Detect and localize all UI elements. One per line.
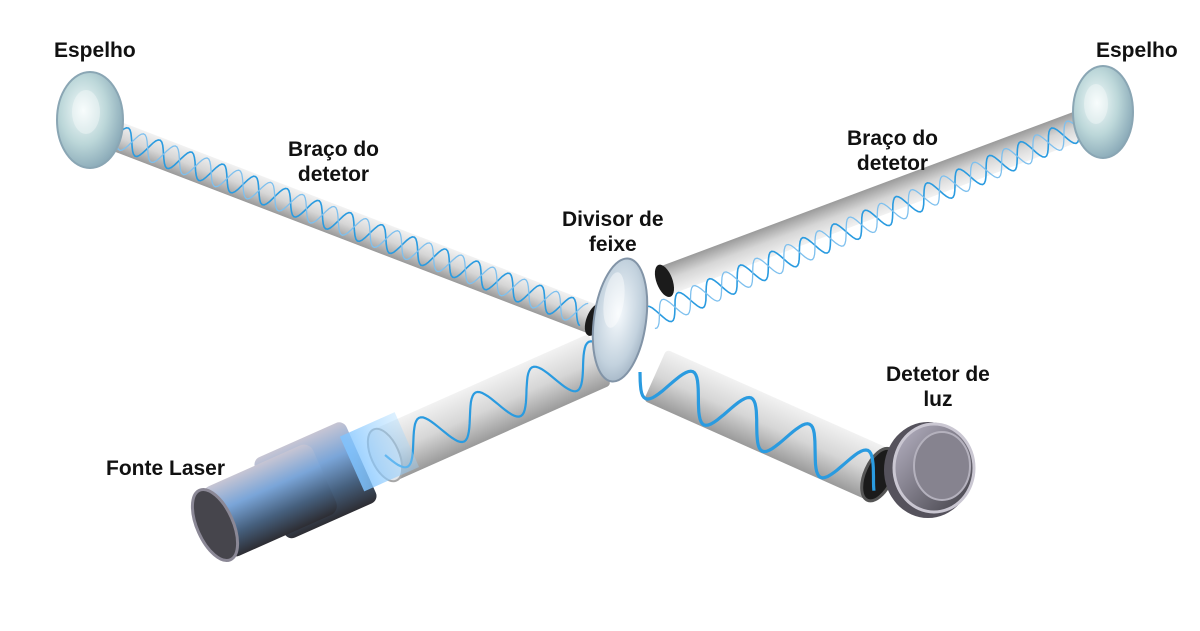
left-arm-wave — [99, 126, 581, 327]
right-arm-wave — [645, 113, 1096, 323]
right-arm-tube — [654, 104, 1105, 298]
beam-splitter-label-line1: Divisor de — [562, 208, 664, 231]
mirror-left-label: Espelho — [54, 39, 136, 62]
arm-right-label-line2: detetor — [856, 152, 929, 175]
light-detector — [884, 422, 976, 518]
beam-splitter-label: Divisor de feixe — [562, 207, 664, 257]
light-detector-label: Detetor de luz — [886, 362, 990, 412]
output-wave — [638, 369, 876, 491]
laser-source-label: Fonte Laser — [106, 457, 226, 480]
beam-splitter-label-line2: feixe — [588, 233, 637, 256]
light-detector-label-line1: Detetor de — [886, 363, 990, 386]
arm-left-label-line1: Braço do — [288, 138, 380, 161]
right-mirror — [1072, 65, 1134, 159]
mirror-right-label: Espelho — [1096, 39, 1178, 62]
arm-left-label-line2: detetor — [297, 163, 370, 186]
left-arm-wave-return — [99, 121, 589, 321]
right-arm-wave-return — [654, 120, 1096, 330]
arm-left-label: Braço do detetor — [288, 137, 379, 187]
beam-splitter — [591, 257, 649, 383]
arm-right-label-line1: Braço do — [847, 127, 939, 150]
light-detector-label-line2: luz — [923, 388, 953, 411]
left-mirror — [56, 71, 124, 169]
laser-source — [190, 412, 420, 562]
arm-right-label: Braço do detetor — [847, 126, 938, 176]
input-wave — [384, 340, 619, 469]
